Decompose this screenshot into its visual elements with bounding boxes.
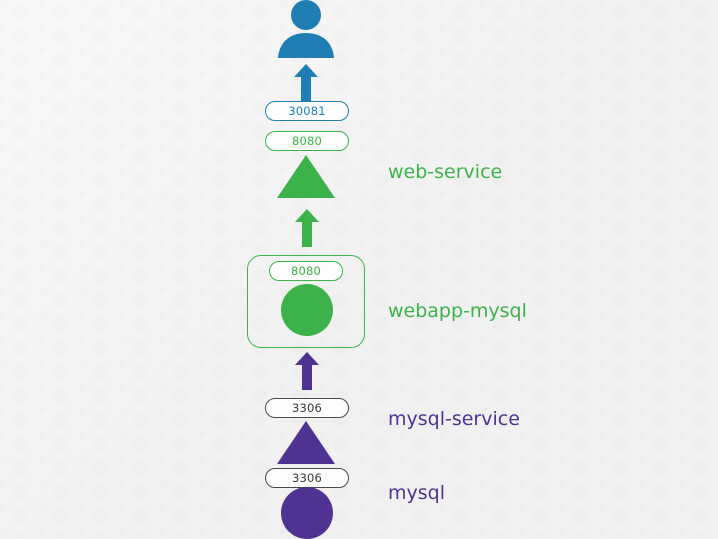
- port-pill-30081[interactable]: 30081: [265, 101, 349, 121]
- webapp-mysql-group-box[interactable]: [247, 255, 365, 348]
- webapp-mysql-circle[interactable]: [281, 284, 333, 336]
- arrow-mysqlservice-to-pod: [294, 352, 320, 390]
- mysql-service-triangle[interactable]: [277, 421, 335, 464]
- mysql-service-label: mysql-service: [388, 408, 520, 430]
- web-service-triangle[interactable]: [277, 155, 335, 198]
- arrow-webservice-to-user: [293, 64, 319, 102]
- mysql-label: mysql: [388, 482, 445, 504]
- webapp-mysql-label: webapp-mysql: [388, 300, 527, 322]
- person-glyph: [278, 0, 334, 58]
- mysql-circle[interactable]: [281, 487, 333, 539]
- user-icon[interactable]: [273, 0, 339, 64]
- arrow-pod-to-webservice: [294, 209, 320, 247]
- port-pill-8080-service[interactable]: 8080: [265, 131, 349, 151]
- web-service-label: web-service: [388, 161, 503, 183]
- port-pill-3306-service[interactable]: 3306: [265, 398, 349, 418]
- port-pill-3306-pod[interactable]: 3306: [265, 468, 349, 488]
- port-pill-8080-pod[interactable]: 8080: [269, 261, 343, 281]
